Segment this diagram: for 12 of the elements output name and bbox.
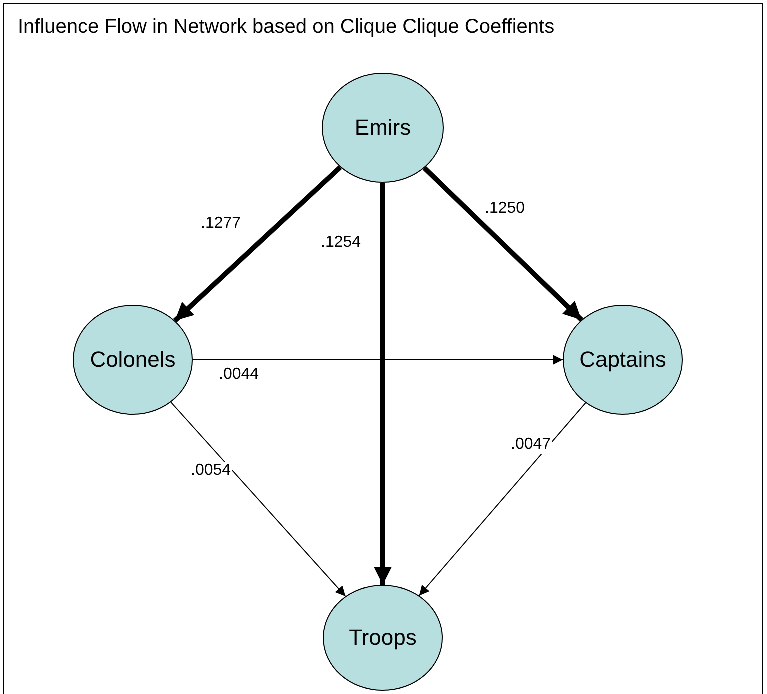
arrow: [170, 402, 346, 597]
diagram-title: Influence Flow in Network based on Clique Clique Coeffients: [18, 16, 555, 39]
arrow: [422, 166, 584, 322]
node-label: Emirs: [354, 115, 412, 141]
node-label: Captains: [580, 347, 666, 373]
edge-label: .0047: [510, 436, 552, 454]
arrow: [374, 183, 392, 585]
arrow: [192, 355, 564, 365]
arrow: [173, 166, 342, 323]
node-label: Colonels: [90, 347, 176, 373]
node-label: Troops: [349, 625, 417, 651]
arrow: [418, 402, 586, 596]
